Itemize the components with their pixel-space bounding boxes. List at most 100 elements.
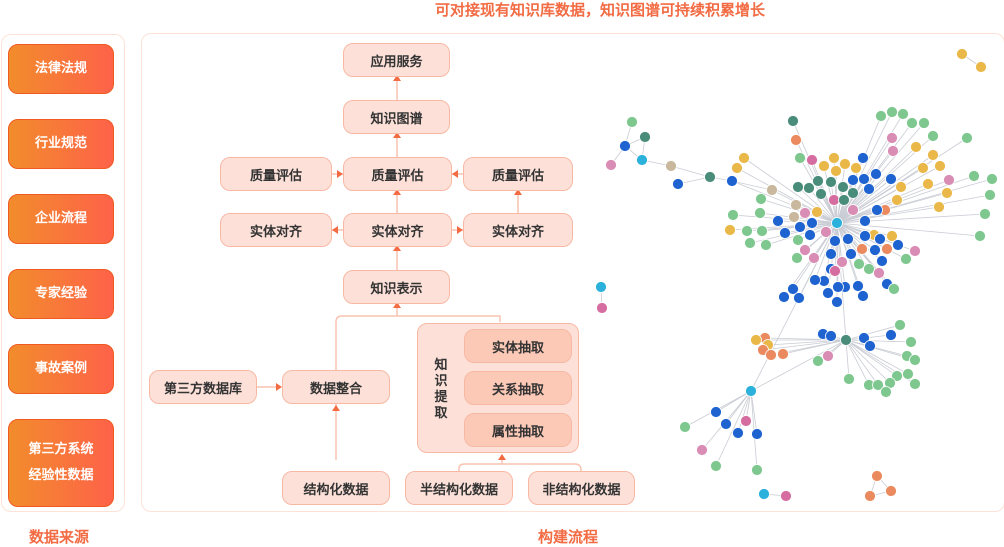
graph-node-orange[interactable] [765,349,777,361]
graph-node-yellow[interactable] [731,162,743,174]
graph-node-teal[interactable] [787,115,799,127]
source-enterprise-process[interactable]: 企业流程 [8,194,114,244]
graph-node-cyan[interactable] [831,217,843,229]
graph-node-green[interactable] [900,253,912,265]
node-app-service[interactable]: 应用服务 [343,43,450,77]
graph-node-cyan[interactable] [745,385,757,397]
node-align-right[interactable]: 实体对齐 [463,213,573,247]
graph-node-blue[interactable] [869,244,881,256]
graph-node-green[interactable] [894,319,906,331]
node-representation[interactable]: 知识表示 [343,270,450,304]
graph-node-green[interactable] [909,378,921,390]
graph-node-pink[interactable] [799,244,811,256]
graph-node-yellow[interactable] [910,141,922,153]
graph-node-pink[interactable] [696,444,708,456]
graph-node-blue[interactable] [794,221,806,233]
graph-node-green[interactable] [986,173,998,185]
graph-node-blue[interactable] [859,230,871,242]
graph-node-pink[interactable] [873,267,885,279]
node-knowledge-graph[interactable]: 知识图谱 [343,100,450,134]
graph-node-blue[interactable] [863,183,875,195]
graph-node-blue[interactable] [825,248,837,260]
graph-node-green[interactable] [791,252,803,264]
graph-node-teal[interactable] [838,194,850,206]
node-semi-structured-data[interactable]: 半结构化数据 [405,471,513,505]
source-expert-experience[interactable]: 专家经验 [8,269,114,319]
graph-node-blue[interactable] [672,178,684,190]
graph-node-blue[interactable] [870,168,882,180]
graph-node-pink[interactable] [836,256,848,268]
graph-node-blue[interactable] [778,291,790,303]
graph-node-orange[interactable] [790,134,802,146]
graph-node-beige[interactable] [766,184,778,196]
graph-node-green[interactable] [751,464,763,476]
graph-node-pink[interactable] [822,350,834,362]
graph-node-teal[interactable] [825,176,837,188]
graph-node-green[interactable] [872,379,884,391]
graph-node-blue[interactable] [847,174,859,186]
graph-node-blue[interactable] [858,332,870,344]
graph-node-cyan[interactable] [758,488,770,500]
node-structured-data[interactable]: 结构化数据 [282,471,390,505]
graph-node-blue[interactable] [876,255,888,267]
graph-node-magenta[interactable] [806,154,818,166]
graph-node-green[interactable] [974,230,986,242]
graph-node-green[interactable] [754,207,766,219]
node-quality-right[interactable]: 质量评估 [463,157,573,191]
graph-node-yellow[interactable] [886,230,898,242]
graph-node-cyan[interactable] [595,281,607,293]
graph-node-green[interactable] [968,170,980,182]
graph-node-green[interactable] [927,130,939,142]
node-third-party-db[interactable]: 第三方数据库 [149,370,257,404]
graph-node-pink[interactable] [808,252,820,264]
graph-node-magenta[interactable] [828,194,840,206]
graph-node-blue[interactable] [779,227,791,239]
graph-node-blue[interactable] [852,280,864,292]
graph-node-blue[interactable] [732,427,744,439]
graph-node-teal[interactable] [704,171,716,183]
graph-node-pink[interactable] [820,226,832,238]
graph-node-yellow[interactable] [895,181,907,193]
graph-node-green[interactable] [979,208,991,220]
graph-node-teal[interactable] [837,181,849,193]
graph-node-green[interactable] [760,239,772,251]
graph-node-green[interactable] [902,368,914,380]
node-unstructured-data[interactable]: 非结构化数据 [528,471,635,505]
graph-node-green[interactable] [891,370,903,382]
graph-node-teal[interactable] [840,334,852,346]
graph-node-green[interactable] [727,209,739,221]
graph-node-yellow[interactable] [738,152,750,164]
graph-node-yellow[interactable] [828,152,840,164]
node-align-center[interactable]: 实体对齐 [343,213,452,247]
graph-node-yellow[interactable] [830,165,842,177]
graph-node-yellow[interactable] [891,194,903,206]
source-third-party-system[interactable]: 第三方系统 经验性数据 [8,419,114,507]
graph-node-blue[interactable] [892,239,904,251]
graph-node-yellow[interactable] [941,187,953,199]
graph-node-pink[interactable] [887,145,899,157]
graph-node-green[interactable] [792,234,804,246]
graph-node-blue[interactable] [804,229,816,241]
graph-node-yellow[interactable] [750,334,762,346]
graph-node-blue[interactable] [825,330,837,342]
graph-node-magenta[interactable] [829,265,841,277]
graph-node-yellow[interactable] [917,162,929,174]
graph-node-pink[interactable] [886,132,898,144]
graph-node-orange[interactable] [885,485,897,497]
graph-node-green[interactable] [909,354,921,366]
graph-node-blue[interactable] [858,173,870,185]
graph-node-green[interactable] [744,237,756,249]
graph-node-green[interactable] [863,263,875,275]
node-align-left[interactable]: 实体对齐 [220,213,332,247]
graph-node-green[interactable] [906,117,918,129]
graph-node-yellow[interactable] [850,162,862,174]
graph-node-yellow[interactable] [927,149,939,161]
graph-node-green[interactable] [888,283,900,295]
source-laws[interactable]: 法律法规 [8,44,114,94]
source-industry-standards[interactable]: 行业规范 [8,119,114,169]
graph-node-green[interactable] [741,225,753,237]
graph-node-blue[interactable] [793,292,805,304]
graph-node-teal[interactable] [792,181,804,193]
graph-node-blue[interactable] [871,204,883,216]
graph-node-green[interactable] [812,355,824,367]
